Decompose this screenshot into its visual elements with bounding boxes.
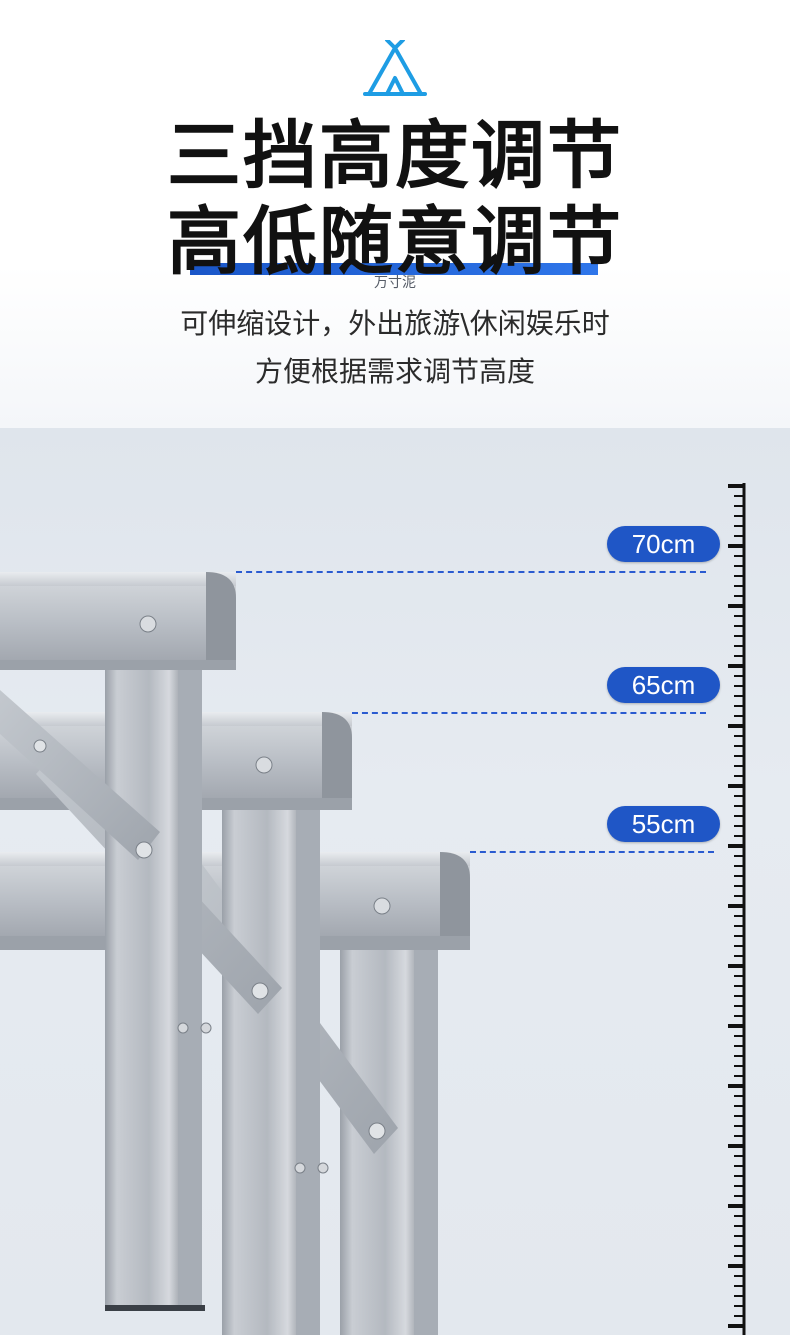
- title-underline: [190, 263, 598, 275]
- height-ruler: [728, 483, 746, 1335]
- height-line-55cm: [470, 851, 714, 853]
- height-tag-70cm: 70cm: [607, 526, 720, 562]
- folding-table-illustration: [0, 483, 746, 1335]
- watermark-text: 万寸泥: [374, 275, 416, 291]
- page-title-line-1: 三挡高度调节: [167, 113, 623, 199]
- height-line-65cm: [352, 712, 706, 714]
- height-tag-55cm: 55cm: [607, 806, 720, 842]
- height-line-70cm: [236, 571, 706, 573]
- subtitle-line-1: 可伸缩设计，外出旅游\休闲娱乐时: [180, 307, 610, 340]
- tent-logo-icon: [363, 40, 427, 96]
- header: 三挡高度调节 高低随意调节 万寸泥 可伸缩设计，外出旅游\休闲娱乐时 方便根据需…: [0, 0, 790, 428]
- table-70cm: [0, 572, 236, 1311]
- subtitle-line-2: 方便根据需求调节高度: [254, 355, 535, 388]
- table-height-illustration: 70cm 65cm 55cm: [0, 428, 790, 1335]
- page-title-line-2: 高低随意调节: [167, 199, 623, 285]
- height-tag-65cm: 65cm: [607, 667, 720, 703]
